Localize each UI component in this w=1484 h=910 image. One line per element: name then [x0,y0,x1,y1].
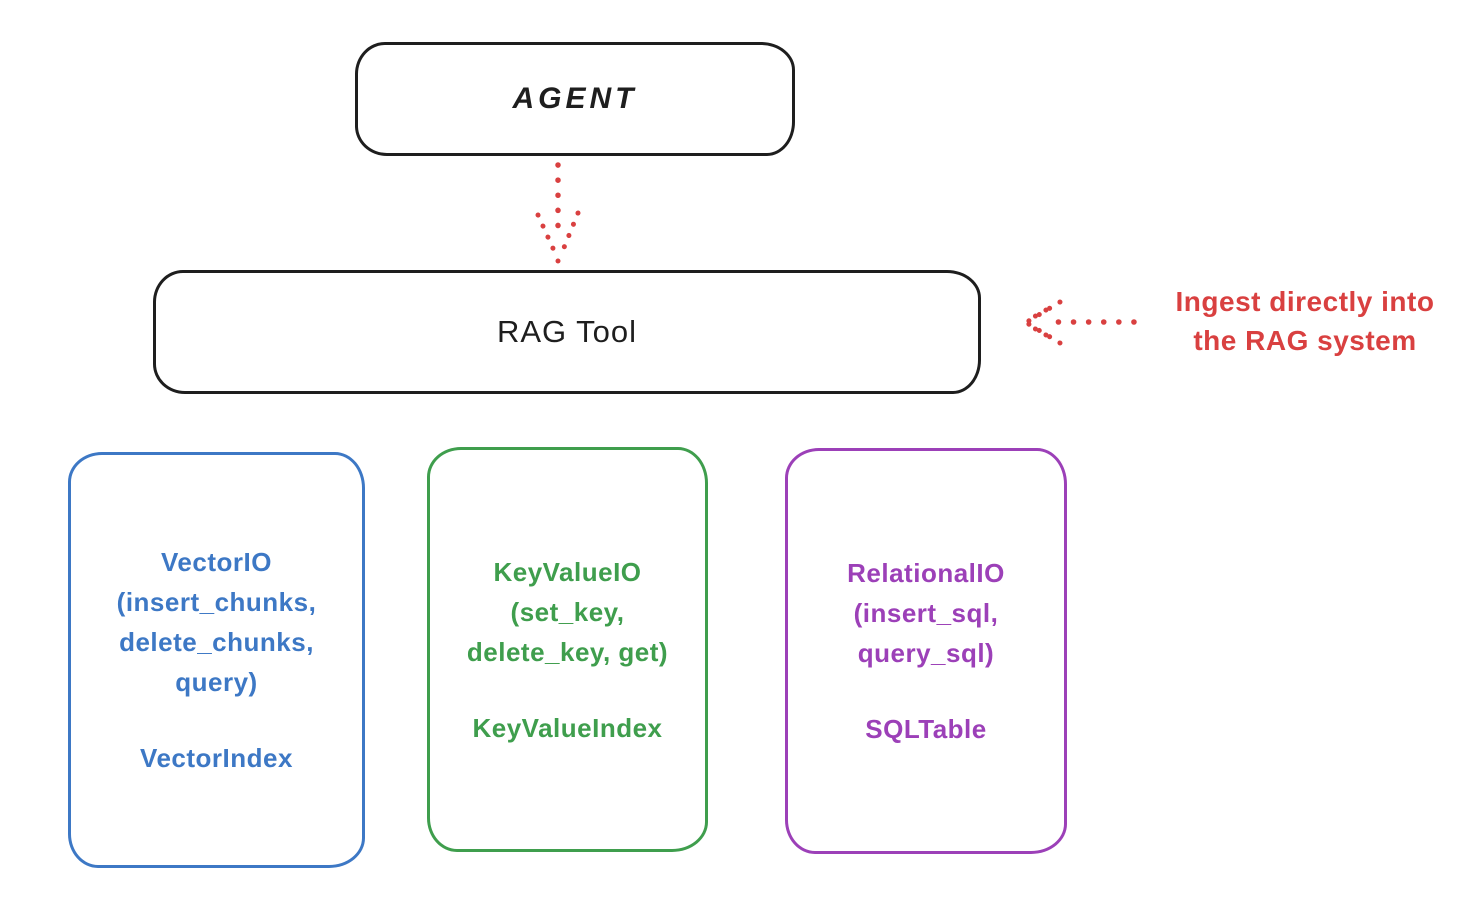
agent-label: AGENT [512,82,638,115]
node-text-line: RelationalIO [847,558,1005,588]
vector-io-signature: VectorIO (insert_chunks, delete_chunks, … [117,542,317,702]
node-text-line: (insert_chunks, [116,587,317,617]
keyvalue-io-signature: KeyValueIO (set_key, delete_key, get) [467,552,668,672]
rag-tool-label: RAG Tool [496,314,638,349]
node-text-line: query_sql) [857,638,995,668]
agent-node: AGENT [355,42,795,156]
vector-index-label: VectorIndex [140,743,293,773]
keyvalue-io-node: KeyValueIO (set_key, delete_key, get) Ke… [427,447,708,852]
ingest-annotation-line-1: Ingest directly into [1175,286,1435,317]
relational-io-signature: RelationalIO (insert_sql, query_sql) [847,553,1005,673]
ingest-arrow [1022,299,1137,346]
vector-io-node: VectorIO (insert_chunks, delete_chunks, … [68,452,365,868]
agent-to-ragtool-arrow [535,162,581,264]
ingest-annotation: Ingest directly into the RAG system [1135,282,1475,360]
node-text-line: (insert_sql, [853,598,999,628]
ingest-annotation-line-2: the RAG system [1193,325,1417,356]
keyvalue-index-label: KeyValueIndex [472,712,663,743]
node-text-line: VectorIO [161,547,272,577]
node-text-line: (set_key, [510,596,625,627]
node-text-line: delete_chunks, [119,627,314,657]
node-text-line: delete_key, get) [466,636,669,667]
relational-io-node: RelationalIO (insert_sql, query_sql) SQL… [785,448,1067,854]
sql-table-label: SQLTable [865,714,987,744]
rag-tool-node: RAG Tool [153,270,981,394]
node-text-line: query) [175,667,258,697]
node-text-line: KeyValueIO [493,556,642,587]
